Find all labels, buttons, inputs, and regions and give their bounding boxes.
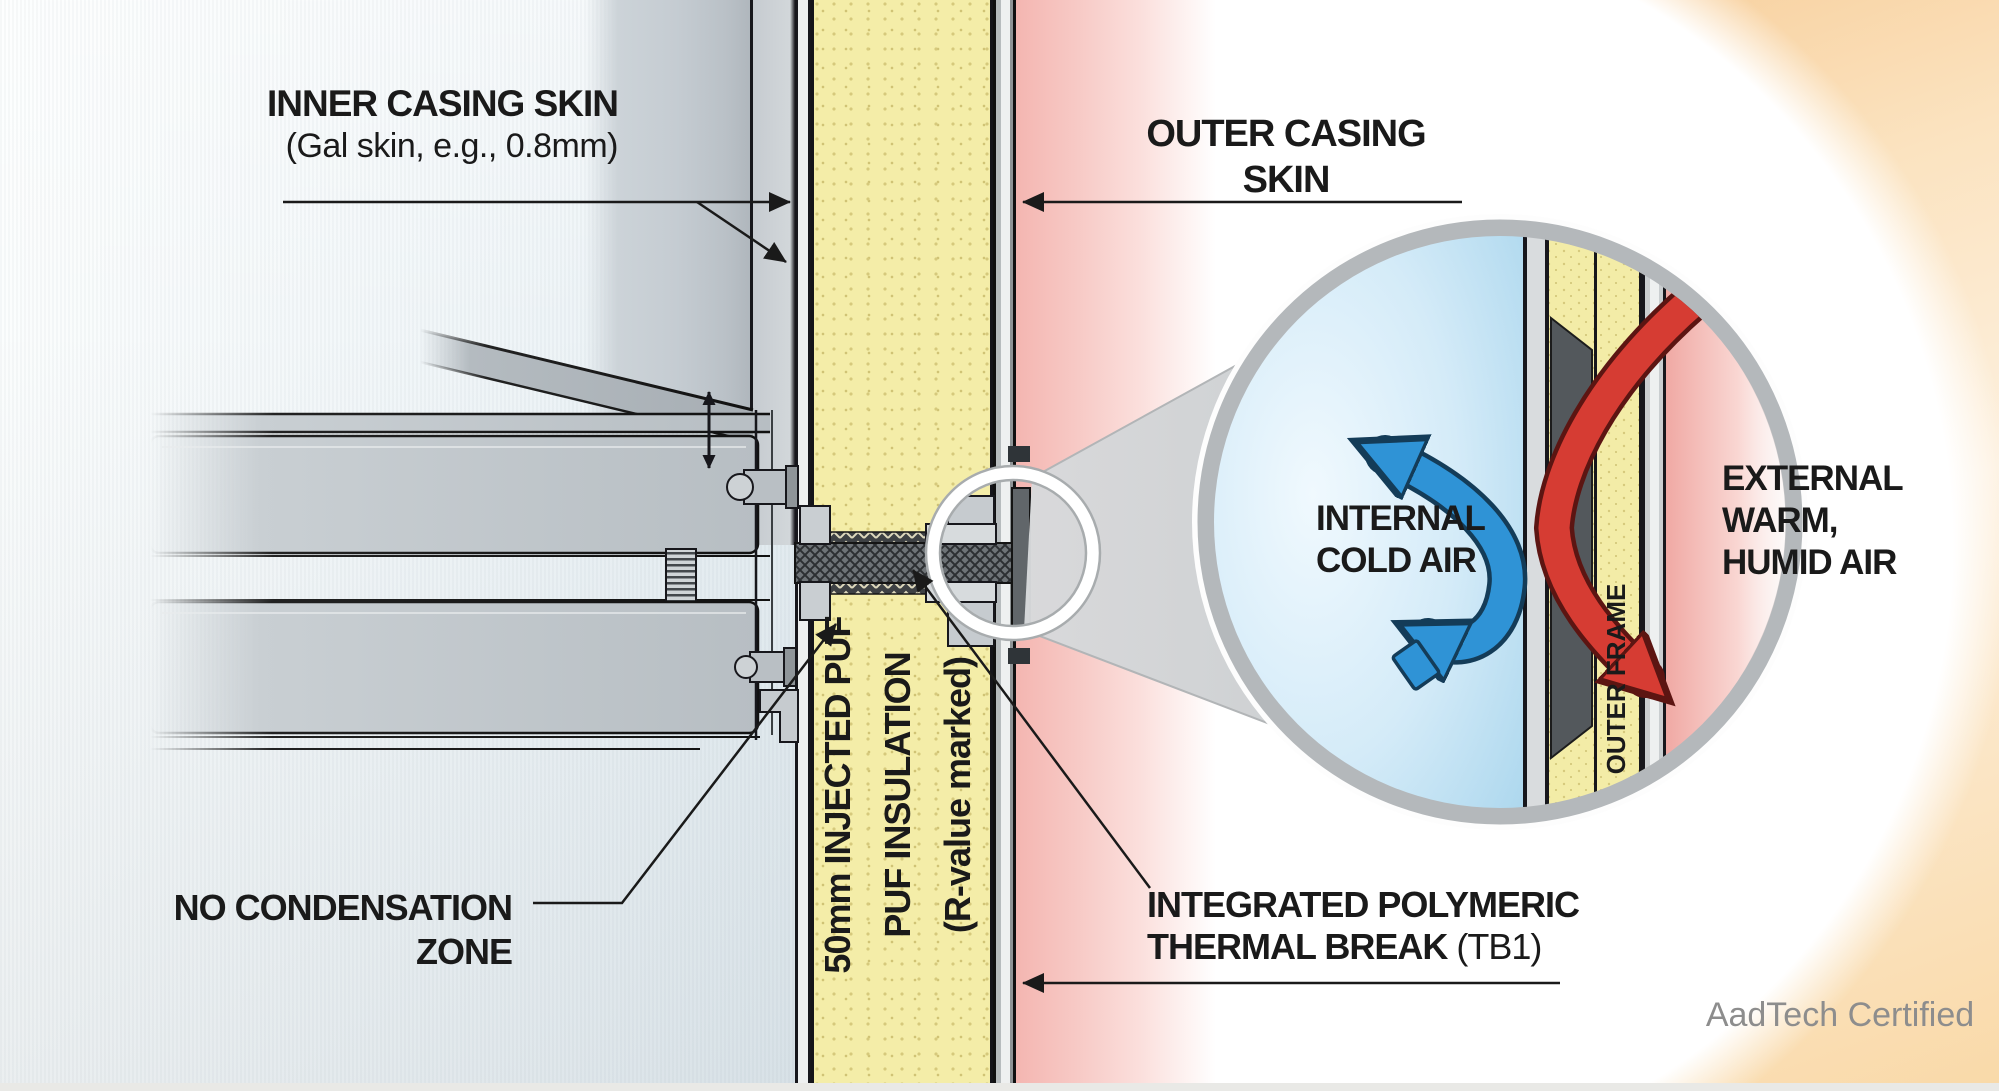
puf-insulation-label: 50mm INJECTED PUF PUF INSULATION (R-valu… [748, 495, 1048, 1091]
outer-casing-skin-label: OUTER CASING SKIN [1146, 113, 1426, 201]
internal-line-1: INTERNAL [1316, 499, 1486, 538]
magnifier-origin-ring [924, 464, 1102, 642]
inner-casing-column [585, 0, 750, 420]
thermal-break-leader-arrow [911, 569, 1152, 889]
warm-air-arrow-icon [1533, 280, 1714, 678]
puf-line-3: (R-value marked) [937, 656, 978, 934]
inner-casing-skin-band-top [750, 0, 811, 545]
no-condensation-zone-label: NO CONDENSATION ZONE [150, 886, 513, 974]
internal-cold-air-label: INTERNAL COLD AIR [1316, 498, 1506, 582]
thermal-break-label: INTEGRATED POLYMERIC THERMAL BREAK (TB1) [1147, 884, 1587, 969]
cold-air-arrow-icon [1385, 455, 1528, 691]
zone-line-2: ZONE [415, 930, 513, 972]
inner-casing-skin-label: INNER CASING SKIN (Gal skin, e.g., 0.8mm… [200, 82, 619, 167]
threaded-rod [665, 548, 697, 603]
fastener-bolts [726, 465, 799, 743]
inner-casing-skin-subtitle: (Gal skin, e.g., 0.8mm) [285, 127, 619, 166]
external-line-1: EXTERNAL [1722, 459, 1904, 498]
thermal-break-line-1: INTEGRATED POLYMERIC [1147, 884, 1580, 925]
puf-line-1: 50mm INJECTED PUF [817, 616, 858, 974]
inner-skin-leader-arrow-2 [696, 200, 787, 264]
outer-casing-skin-band [993, 0, 1016, 1083]
inset-detail-circle [1192, 214, 1808, 830]
condensation-leader-arrow [533, 623, 837, 905]
thermal-break-strong: THERMAL BREAK [1147, 926, 1448, 968]
thermal-break-code: (TB1) [1447, 926, 1542, 968]
external-warm-air-label: EXTERNAL WARM, HUMID AIR [1722, 458, 1922, 584]
leader-lines [283, 192, 1560, 993]
internal-line-2: COLD AIR [1316, 541, 1477, 580]
zone-line-1: NO CONDENSATION [173, 887, 513, 928]
inner-casing-skin-title: INNER CASING SKIN [267, 83, 619, 124]
bottom-margin [0, 1083, 1999, 1091]
thermal-break-crosshatch [794, 542, 1017, 584]
puf-line-2: PUF INSULATION [877, 652, 918, 938]
external-line-3: HUMID AIR [1722, 543, 1897, 582]
thermal-break-line-2: THERMAL BREAK (TB1) [1147, 926, 1587, 968]
external-line-2: WARM, [1722, 501, 1839, 540]
panel-slats [148, 410, 773, 750]
certification-watermark: AadTech Certified [1705, 996, 1975, 1034]
outer-frame-label: OUTER FRAME [1601, 583, 1631, 775]
